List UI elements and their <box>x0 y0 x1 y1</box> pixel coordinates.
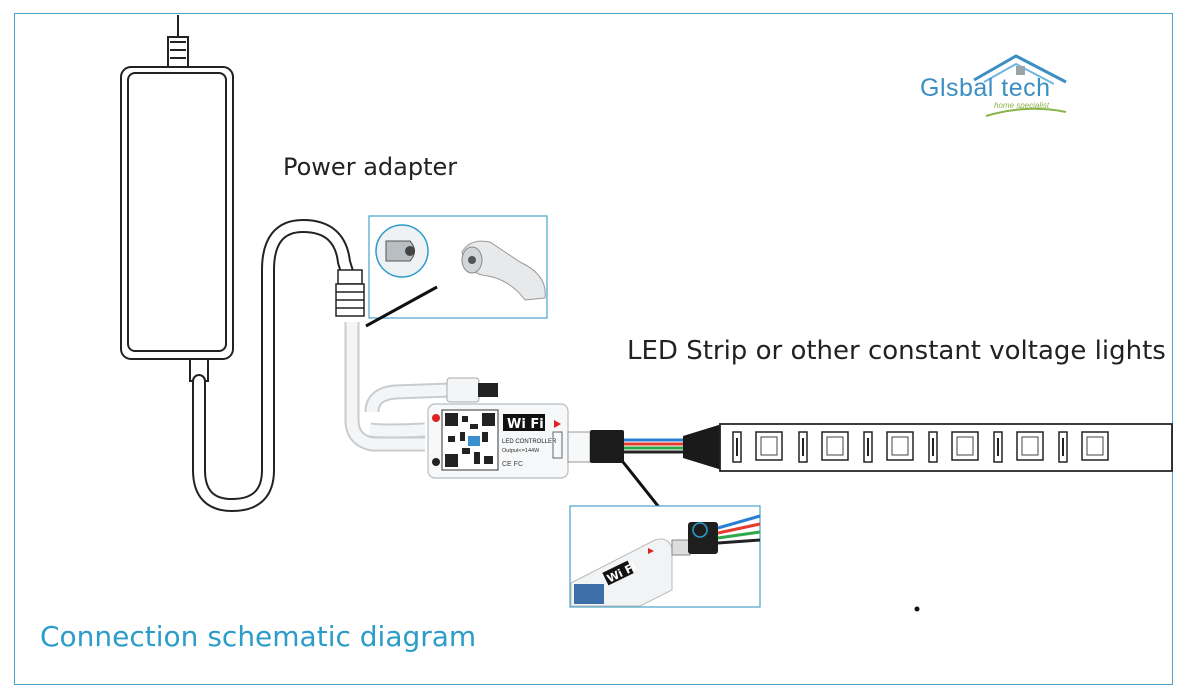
wifi-controller: Wi Fi LED CONTROLLER Output<=144W CE FC <box>427 403 569 479</box>
power-adapter <box>120 15 234 382</box>
controller-cables <box>344 322 498 452</box>
controller-label: LED CONTROLLER <box>502 439 557 445</box>
controller-pointer-line <box>621 461 664 512</box>
logo-wordmark: Glsbal tech <box>920 74 1051 102</box>
diagram-caption: Connection schematic diagram <box>40 620 477 653</box>
rgb-connector <box>567 424 722 470</box>
dc-connector-inset <box>368 215 548 319</box>
dc-pointer-line <box>365 285 438 328</box>
led-strip <box>719 423 1173 472</box>
controller-inset: Wi Fi <box>569 505 761 608</box>
led-strip-label: LED Strip or other constant voltage ligh… <box>627 336 1166 366</box>
dc-plug <box>335 269 365 317</box>
power-adapter-label: Power adapter <box>283 153 458 181</box>
power-cable <box>192 218 355 513</box>
diagram-frame <box>14 13 1173 685</box>
logo-tagline: home specialist <box>994 101 1050 110</box>
svg-text:CE FC: CE FC <box>502 461 523 468</box>
stray-dot <box>914 606 920 612</box>
global-tech-logo: Glsbal tech home specialist <box>916 52 1076 122</box>
controller-output: Output<=144W <box>502 448 540 454</box>
controller-badge: Wi Fi <box>507 417 544 432</box>
qr-code <box>441 409 499 471</box>
